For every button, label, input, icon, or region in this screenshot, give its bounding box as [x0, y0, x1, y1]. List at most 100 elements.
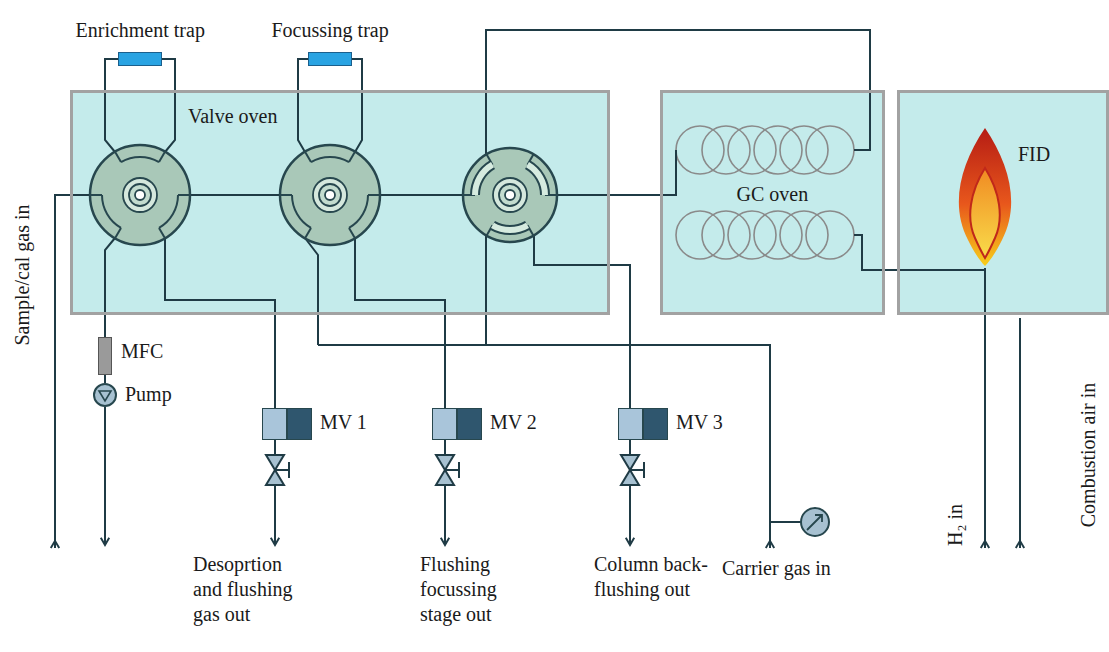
outlet-label: Column back-flushing out — [594, 552, 716, 602]
carrier-branch-tube — [485, 236, 487, 345]
solenoid-coil — [643, 408, 668, 440]
rotary-valve — [280, 145, 380, 245]
valve-port — [159, 152, 165, 162]
gc-oven-fill — [660, 90, 885, 315]
valve-body — [90, 145, 190, 245]
valve-port — [159, 228, 165, 238]
outlet-tube — [444, 485, 446, 545]
needle-valves — [266, 440, 644, 545]
focussing-trap: Focussing trap — [308, 52, 352, 66]
valve-channel — [292, 195, 311, 228]
node-label: MV 1 — [320, 411, 367, 434]
flame — [959, 128, 1011, 266]
valve-rotor — [129, 184, 151, 206]
valve-port — [305, 228, 311, 238]
solenoid-body — [262, 408, 287, 440]
valve-rotor — [135, 190, 145, 200]
outlet-label: Desoprtion and flushing gas out — [193, 552, 305, 627]
outlet-tube — [274, 485, 276, 545]
valve-slot-outline — [475, 165, 493, 195]
air-inlet-tube — [1019, 318, 1021, 548]
valve-port — [90, 194, 102, 196]
trap-tube — [162, 59, 175, 152]
tube-connector — [610, 194, 660, 196]
valve-port — [349, 228, 355, 238]
coil-winding — [754, 126, 802, 174]
trap-tube — [105, 93, 115, 152]
coil-winding — [780, 211, 828, 259]
tube-connector — [486, 30, 870, 90]
valve-port — [280, 194, 292, 196]
node-label: MFC — [121, 340, 163, 363]
tubing — [55, 59, 1020, 548]
column-tube — [663, 150, 676, 195]
mass-flow-controller: MFC — [98, 337, 112, 375]
valve-slot — [493, 225, 528, 230]
outlet-label: Flushing focussing stage out — [420, 552, 532, 627]
enrichment-trap: Enrichment trap — [118, 52, 162, 66]
tube-connector — [274, 315, 276, 408]
needle-valve — [621, 440, 644, 545]
valve-port — [305, 152, 311, 162]
valve-channel — [311, 157, 349, 162]
coil-winding — [702, 211, 750, 259]
tube-connector — [104, 315, 106, 337]
node-label: FID — [1018, 143, 1050, 166]
oven-fills — [70, 90, 1109, 315]
valve-channel — [159, 195, 178, 228]
column-tube — [557, 194, 607, 196]
node-label: Enrichment trap — [76, 19, 205, 42]
trap-tube — [298, 93, 305, 152]
valve-slot — [528, 165, 546, 195]
carrier-inlet-tube — [318, 345, 770, 548]
tube-connector — [444, 315, 446, 408]
coil-winding — [806, 211, 854, 259]
needle-valve — [436, 440, 459, 545]
node-label: Pump — [125, 383, 172, 406]
inlet-label: Sample/cal gas in — [10, 204, 35, 345]
coil-winding — [780, 126, 828, 174]
valve-rotor — [319, 184, 341, 206]
fid-fill — [897, 90, 1109, 315]
outlet-tube — [274, 440, 276, 455]
gauge-needle — [807, 515, 822, 530]
valve-rotor — [505, 190, 515, 200]
outlet-tube — [629, 485, 631, 545]
column-tube — [900, 269, 985, 271]
node-label: Valve oven — [188, 105, 277, 128]
label-anchor: Desoprtion and flushing gas out — [193, 552, 305, 627]
magnetic-valve: MV 1 — [262, 408, 312, 440]
valve-handle — [630, 462, 644, 478]
pump-outlet-tube — [104, 407, 106, 545]
coil-winding — [728, 211, 776, 259]
valve-link-tube — [380, 194, 463, 196]
valve-port — [349, 152, 355, 162]
valve-slot-outline — [493, 225, 528, 230]
coil-winding — [754, 211, 802, 259]
coil-winding — [806, 126, 854, 174]
valve-rotor — [493, 178, 527, 212]
column-tube — [854, 93, 870, 150]
valve-handle — [445, 462, 459, 478]
node-label: Focussing trap — [272, 19, 389, 42]
valve-port — [368, 194, 380, 196]
solenoid-body — [618, 408, 643, 440]
valve-body — [463, 148, 557, 242]
tube-connector — [105, 59, 118, 90]
mfc-tube — [105, 238, 115, 312]
valve-rotor — [325, 190, 335, 200]
rotary-valve — [90, 145, 190, 245]
valve-channel — [349, 195, 368, 228]
solenoid-body — [432, 408, 457, 440]
valve-link-tube — [190, 194, 280, 196]
inlet-label: Combustion air in — [1076, 383, 1101, 527]
solenoid-coil — [287, 408, 312, 440]
column-tube — [854, 235, 882, 270]
outlet-tube — [629, 440, 631, 455]
pump-outline — [93, 383, 117, 407]
rotary-valves — [90, 145, 557, 245]
valve-rotor — [313, 178, 347, 212]
valve-port — [115, 152, 121, 162]
